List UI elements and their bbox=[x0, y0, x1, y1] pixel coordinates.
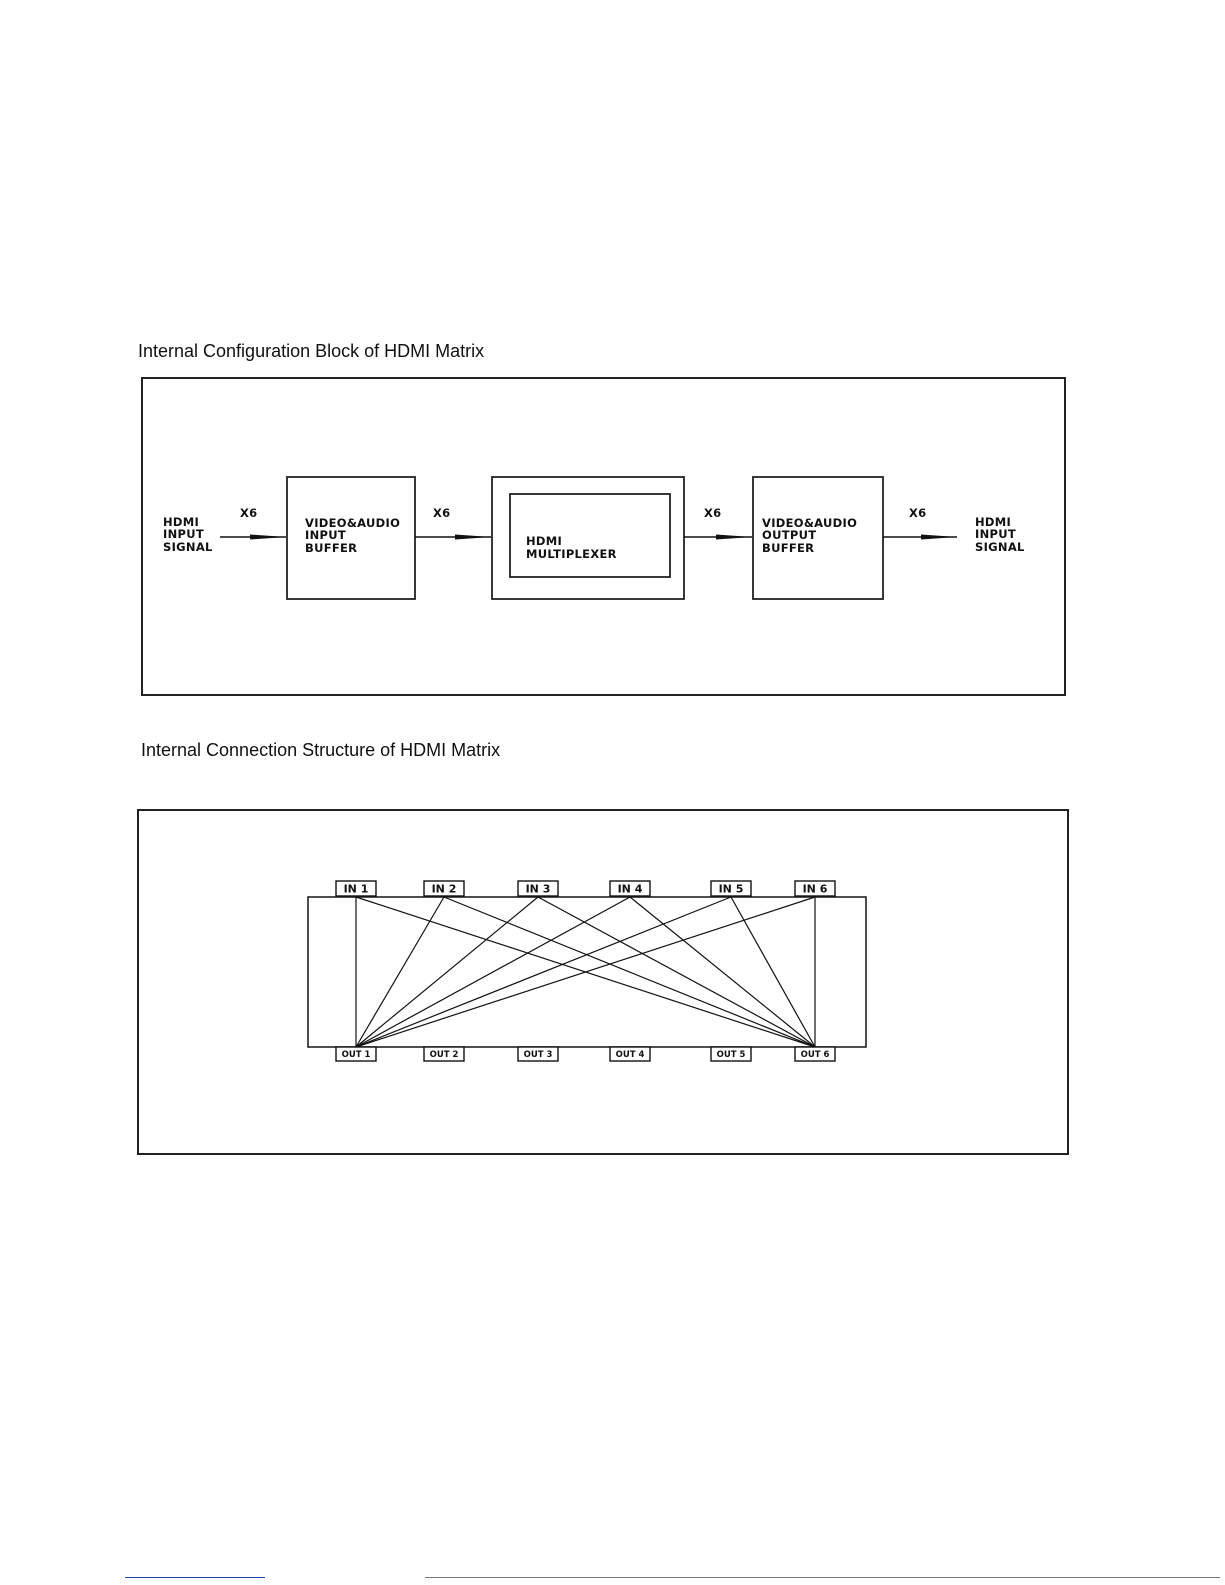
output-buffer-label: VIDEO&AUDIO OUTPUT BUFFER bbox=[762, 516, 857, 555]
svg-text:BUFFER: BUFFER bbox=[762, 541, 814, 555]
svg-text:SIGNAL: SIGNAL bbox=[163, 540, 213, 554]
wire-in2-out6 bbox=[444, 897, 815, 1047]
crosspoint-wires bbox=[356, 897, 815, 1047]
multiplexer-label: HDMI MULTIPLEXER bbox=[526, 534, 617, 561]
wire-in4-out1 bbox=[356, 897, 630, 1047]
svg-text:SIGNAL: SIGNAL bbox=[975, 540, 1025, 554]
input-port-label: IN 3 bbox=[526, 883, 551, 896]
arrow-label-x6: X6 bbox=[240, 506, 257, 520]
arrow-label-x6: X6 bbox=[433, 506, 450, 520]
svg-text:BUFFER: BUFFER bbox=[305, 541, 357, 555]
output-port-label: OUT 3 bbox=[524, 1050, 553, 1060]
multiplexer-outer-box bbox=[492, 477, 684, 599]
svg-text:INPUT: INPUT bbox=[163, 527, 204, 541]
output-signal-label: HDMI INPUT SIGNAL bbox=[975, 515, 1025, 554]
svg-text:OUTPUT: OUTPUT bbox=[762, 528, 816, 542]
wire-in3-out1 bbox=[356, 897, 538, 1047]
footer-rule-left bbox=[125, 1577, 265, 1578]
wire-in2-out1 bbox=[356, 897, 444, 1047]
wire-in4-out6 bbox=[630, 897, 815, 1047]
svg-text:INPUT: INPUT bbox=[305, 528, 346, 542]
input-port-label: IN 5 bbox=[719, 883, 744, 896]
input-buffer-label: VIDEO&AUDIO INPUT BUFFER bbox=[305, 516, 400, 555]
output-port-label: OUT 6 bbox=[801, 1050, 830, 1060]
svg-text:MULTIPLEXER: MULTIPLEXER bbox=[526, 547, 617, 561]
footer-rule-right bbox=[425, 1577, 1220, 1578]
connection-diagram-frame bbox=[138, 810, 1068, 1154]
input-port-label: IN 4 bbox=[618, 883, 643, 896]
output-port-label: OUT 5 bbox=[717, 1050, 746, 1060]
input-port-label: IN 2 bbox=[432, 883, 457, 896]
wire-in5-out1 bbox=[356, 897, 731, 1047]
arrow-label-x6: X6 bbox=[909, 506, 926, 520]
arrow-label-x6: X6 bbox=[704, 506, 721, 520]
input-port-label: IN 1 bbox=[344, 883, 369, 896]
output-port-label: OUT 4 bbox=[616, 1050, 645, 1060]
matrix-ports: IN 1 OUT 1 IN 2 OUT 2 IN 3 OUT 3 IN 4 OUT 4 IN 5… bbox=[336, 881, 835, 1061]
svg-text:INPUT: INPUT bbox=[975, 527, 1016, 541]
input-signal-label: HDMI INPUT SIGNAL bbox=[163, 515, 213, 554]
svg-text:HDMI: HDMI bbox=[526, 534, 562, 548]
input-port-label: IN 6 bbox=[803, 883, 828, 896]
output-port-label: OUT 2 bbox=[430, 1050, 459, 1060]
output-port-label: OUT 1 bbox=[342, 1050, 371, 1060]
